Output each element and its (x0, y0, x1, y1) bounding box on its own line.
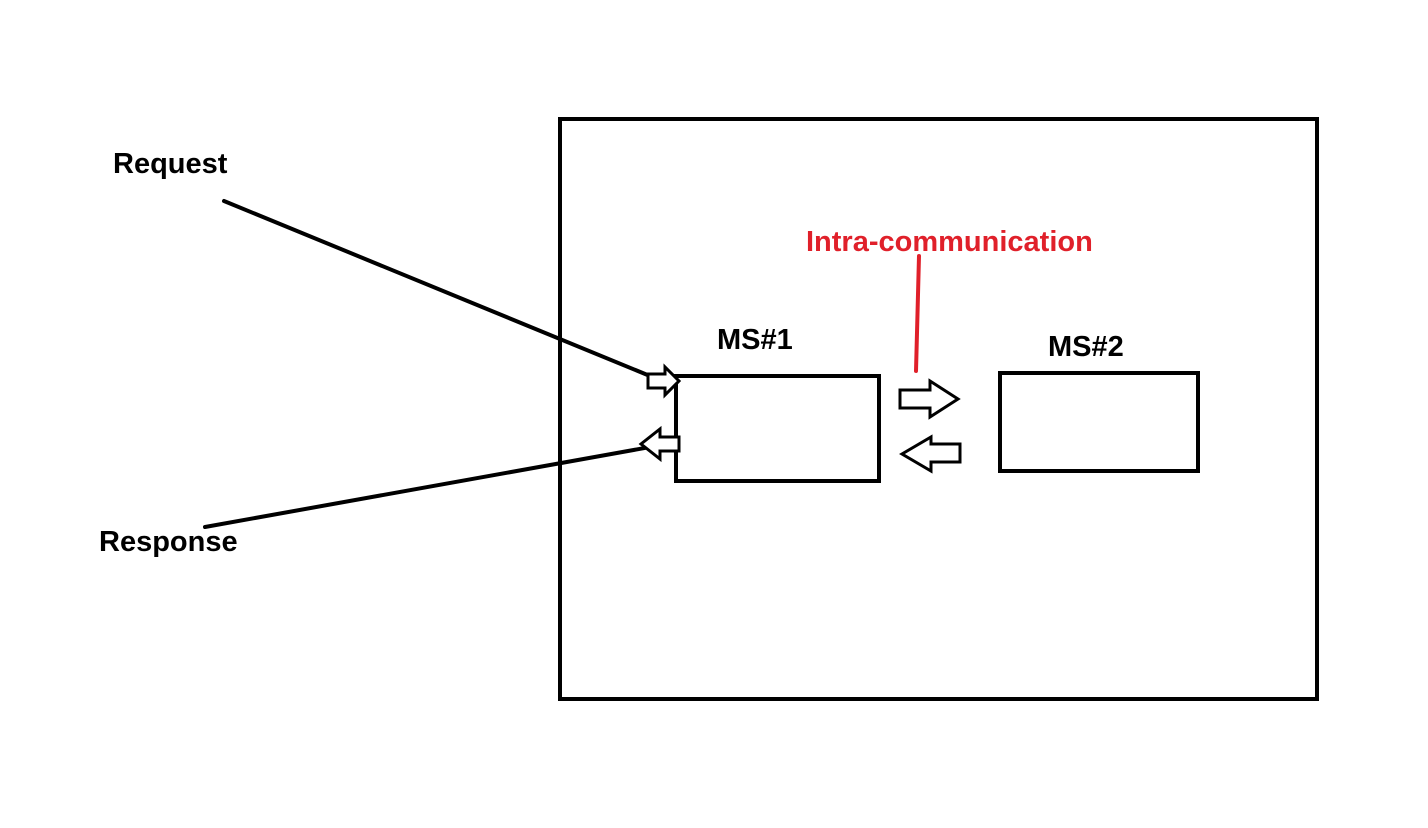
response-arrow-icon (638, 425, 681, 463)
request-label: Request (113, 148, 228, 180)
intra-communication-pointer (914, 254, 921, 373)
ms2-to-ms1-arrow-icon (899, 434, 962, 474)
ms1-label: MS#1 (717, 324, 793, 356)
container-box (558, 117, 1319, 701)
ms1-to-ms2-arrow-icon (898, 378, 961, 420)
response-label: Response (99, 526, 238, 558)
ms2-box (998, 371, 1200, 473)
request-line (222, 199, 652, 378)
request-arrow-icon (646, 363, 682, 399)
ms2-label: MS#2 (1048, 331, 1124, 363)
response-line (203, 440, 680, 529)
ms1-box (674, 374, 881, 483)
intra-communication-label: Intra-communication (806, 226, 1093, 258)
